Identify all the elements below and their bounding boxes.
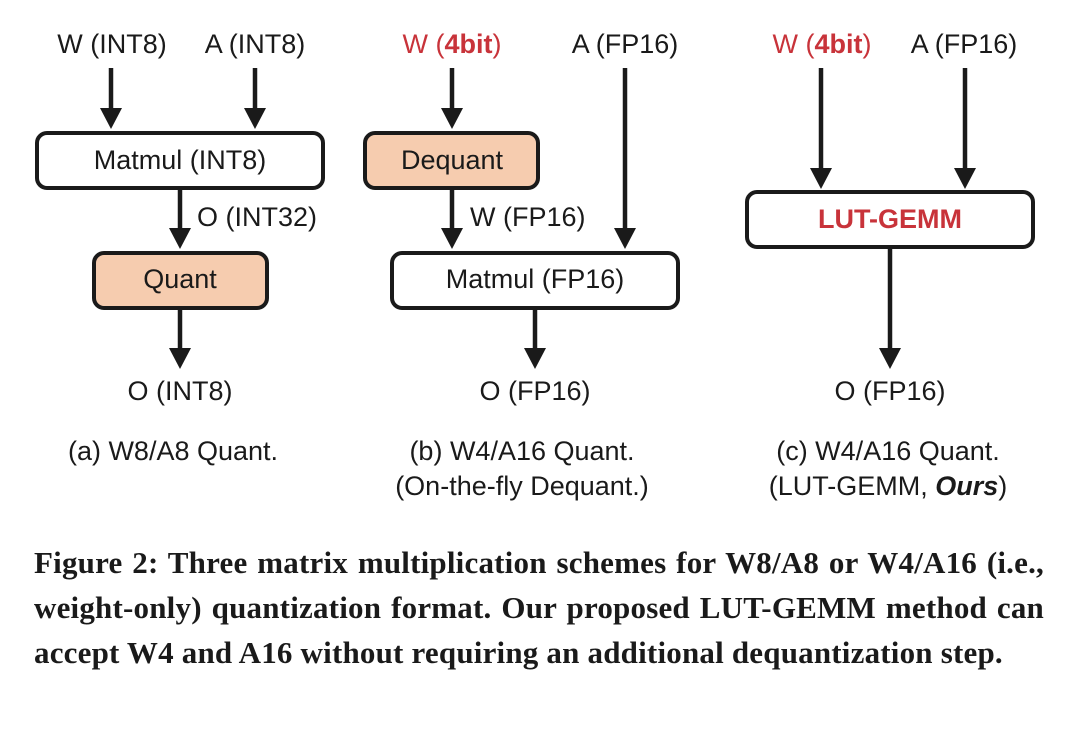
- arrowhead: [441, 228, 463, 249]
- edge-label-w-fp16: W (FP16): [470, 202, 586, 232]
- output-o-fp16: O (FP16): [479, 376, 590, 406]
- arrowhead: [441, 108, 463, 129]
- input-w-4bit: W (4bit): [403, 29, 502, 59]
- input-a-fp16: A (FP16): [572, 29, 679, 59]
- output-o-int8: O (INT8): [128, 376, 233, 406]
- matmul-int8-label: Matmul (INT8): [94, 145, 267, 175]
- input-a-fp16: A (FP16): [911, 29, 1018, 59]
- input-w-4bit: W (4bit): [773, 29, 872, 59]
- figure-caption: Figure 2: Three matrix multiplication sc…: [34, 545, 1044, 670]
- arrowhead: [524, 348, 546, 369]
- caption-c-ours: Ours: [935, 471, 998, 501]
- dequant-label: Dequant: [401, 145, 504, 175]
- caption-c-line1: (c) W4/A16 Quant.: [776, 436, 1000, 466]
- w-prefix: W (: [773, 29, 815, 59]
- caption-c-prefix: (LUT-GEMM,: [769, 471, 936, 501]
- w-bits: 4bit: [814, 29, 862, 59]
- input-a-int8: A (INT8): [205, 29, 306, 59]
- caption-b-line1: (b) W4/A16 Quant.: [409, 436, 634, 466]
- arrowhead: [244, 108, 266, 129]
- w-suffix: ): [493, 29, 502, 59]
- arrowhead: [810, 168, 832, 189]
- output-o-fp16: O (FP16): [834, 376, 945, 406]
- caption-c-line2: (LUT-GEMM, Ours): [769, 471, 1008, 501]
- lut-gemm-label: LUT-GEMM: [818, 204, 962, 234]
- w-prefix: W (: [403, 29, 445, 59]
- edge-label-o-int32: O (INT32): [197, 202, 317, 232]
- caption-b-line2: (On-the-fly Dequant.): [395, 471, 649, 501]
- matmul-fp16-label: Matmul (FP16): [446, 264, 625, 294]
- arrowhead: [169, 348, 191, 369]
- input-w-int8: W (INT8): [57, 29, 166, 59]
- arrowhead: [954, 168, 976, 189]
- panel-c: W (4bit) A (FP16) LUT-GEMM O (FP16) (c) …: [745, 29, 1035, 501]
- quant-label: Quant: [143, 264, 217, 294]
- w-suffix: ): [863, 29, 872, 59]
- quantization-schemes-diagram: W (INT8) A (INT8) Matmul (INT8) O (INT32…: [35, 29, 1035, 501]
- arrowhead: [100, 108, 122, 129]
- caption-c-suffix: ): [998, 471, 1007, 501]
- caption-a: (a) W8/A8 Quant.: [68, 436, 278, 466]
- arrowhead: [614, 228, 636, 249]
- arrowhead: [879, 348, 901, 369]
- arrowhead: [169, 228, 191, 249]
- panel-a: W (INT8) A (INT8) Matmul (INT8) O (INT32…: [35, 29, 325, 466]
- panel-b: W (4bit) A (FP16) Dequant W (FP16) Matmu…: [363, 29, 680, 501]
- w-bits: 4bit: [444, 29, 492, 59]
